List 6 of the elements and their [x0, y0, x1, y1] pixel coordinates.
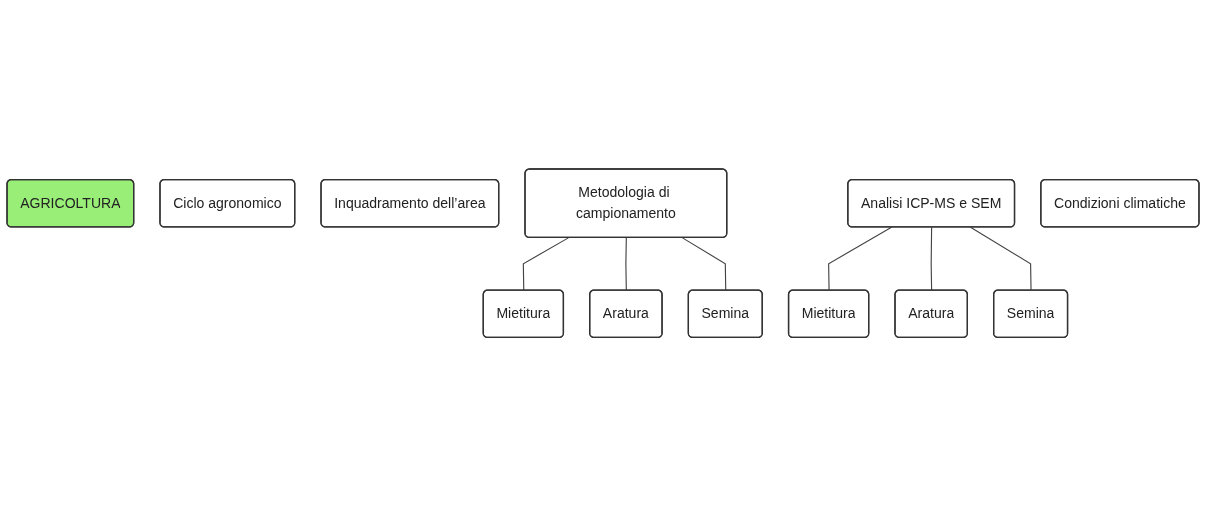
- connector: [681, 237, 727, 291]
- connector: [522, 237, 569, 291]
- connector: [828, 226, 893, 291]
- connector: [969, 226, 1032, 291]
- connector: [625, 237, 627, 291]
- connector: [930, 226, 933, 291]
